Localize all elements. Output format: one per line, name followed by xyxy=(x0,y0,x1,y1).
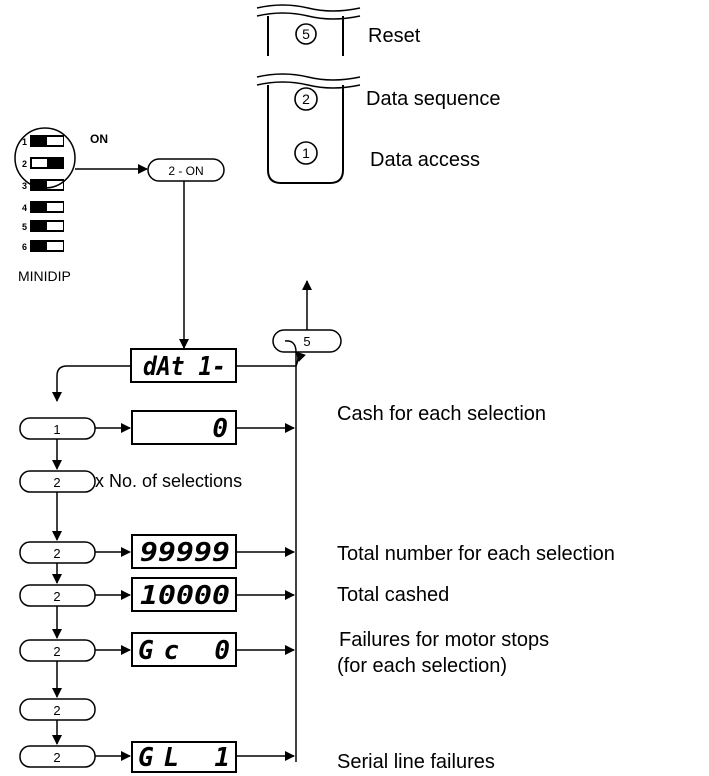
legend-key-column: 2 1 xyxy=(256,73,361,184)
display-serial-failures: GL 1 xyxy=(95,741,295,773)
step-key-2a: 2 xyxy=(19,470,96,493)
label-number-of-selections: x No. of selections xyxy=(95,471,242,491)
reset-key-number: 5 xyxy=(302,26,310,42)
label-motor-failures-sub: (for each selection) xyxy=(337,655,507,677)
enter-key-2-on: 2 - ON xyxy=(147,158,225,182)
step-key-2f: 2 xyxy=(19,745,96,768)
svg-text:2: 2 xyxy=(22,159,27,169)
exit-key-5: 5 xyxy=(272,329,342,353)
label-cash-each-selection: Cash for each selection xyxy=(337,403,546,425)
svg-text:2: 2 xyxy=(53,750,60,765)
svg-text:2: 2 xyxy=(53,546,60,561)
svg-text:1: 1 xyxy=(22,137,27,147)
legend-reset-key: 5 Reset xyxy=(256,4,421,56)
minidip-switch: 1 2 3 4 5 6 ON MINIDIP xyxy=(14,127,108,284)
display-cash: 0 xyxy=(95,410,295,445)
svg-text:2: 2 xyxy=(53,475,60,490)
svg-text:2: 2 xyxy=(53,703,60,718)
label-total-cashed: Total cashed xyxy=(337,584,449,606)
svg-text:99999: 99999 xyxy=(140,538,230,568)
access-label: Data access xyxy=(370,149,480,171)
minidip-switch-numbers: 1 2 3 4 5 6 xyxy=(22,137,27,252)
display-total-number: 99999 xyxy=(95,534,295,569)
reset-key-circle xyxy=(295,23,317,45)
label-serial-failures: Serial line failures xyxy=(337,751,495,773)
step-key-2c: 2 xyxy=(19,584,96,607)
menu-display: dAt 1- xyxy=(130,348,237,383)
svg-text:2: 2 xyxy=(53,589,60,604)
sequence-key-number: 2 xyxy=(302,91,310,107)
label-motor-failures: Failures for motor stops xyxy=(339,629,549,651)
enter-key-label: 2 - ON xyxy=(168,164,203,178)
step-key-2e: 2 xyxy=(19,698,96,721)
sequence-label: Data sequence xyxy=(366,88,501,110)
step-key-1: 1 xyxy=(19,417,96,440)
svg-text:3: 3 xyxy=(22,181,27,191)
svg-text:1: 1 xyxy=(53,422,60,437)
svg-text:2: 2 xyxy=(53,644,60,659)
minidip-name: MINIDIP xyxy=(18,268,71,284)
sequence-key-circle xyxy=(294,87,318,111)
display-motor-failures: Gc 0 xyxy=(95,632,295,667)
minidip-highlight-circle xyxy=(14,127,76,189)
svg-text:10000: 10000 xyxy=(140,581,230,611)
exit-key-label: 5 xyxy=(303,334,310,349)
minidip-on-label: ON xyxy=(90,132,108,146)
reset-label: Reset xyxy=(368,25,421,47)
menu-display-text: dAt 1- xyxy=(143,352,226,382)
svg-text:5: 5 xyxy=(22,222,27,232)
step-key-2d: 2 xyxy=(19,639,96,662)
access-key-number: 1 xyxy=(302,145,310,161)
display-total-cashed: 10000 xyxy=(95,577,295,612)
access-key-circle xyxy=(294,141,318,165)
label-total-number: Total number for each selection xyxy=(337,543,615,565)
step-key-2b: 2 xyxy=(19,541,96,564)
svg-text:0: 0 xyxy=(212,414,228,444)
svg-text:4: 4 xyxy=(22,203,27,213)
svg-text:6: 6 xyxy=(22,242,27,252)
